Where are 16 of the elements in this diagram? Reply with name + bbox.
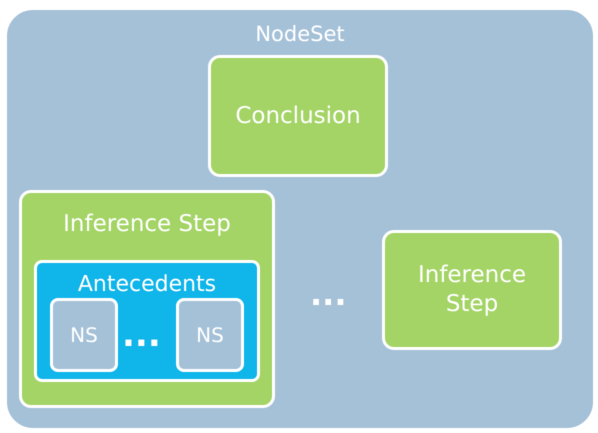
node-label: NS <box>196 322 224 349</box>
node-box <box>208 55 388 177</box>
node-box <box>382 230 562 350</box>
node-label: NodeSet <box>254 24 346 45</box>
node-label: Conclusion <box>235 102 361 131</box>
node-box <box>19 190 275 408</box>
container-panel <box>5 8 595 430</box>
node-label: Inference Step <box>416 261 528 319</box>
node-label: Antecedents <box>76 274 218 296</box>
node-box <box>34 260 260 382</box>
node-box <box>50 298 118 372</box>
node-box <box>176 298 244 372</box>
node-label: NS <box>70 322 98 349</box>
node-label: Inference Step <box>62 210 232 239</box>
ellipsis-label: ... <box>122 318 161 352</box>
ellipsis-label: ... <box>310 278 346 310</box>
